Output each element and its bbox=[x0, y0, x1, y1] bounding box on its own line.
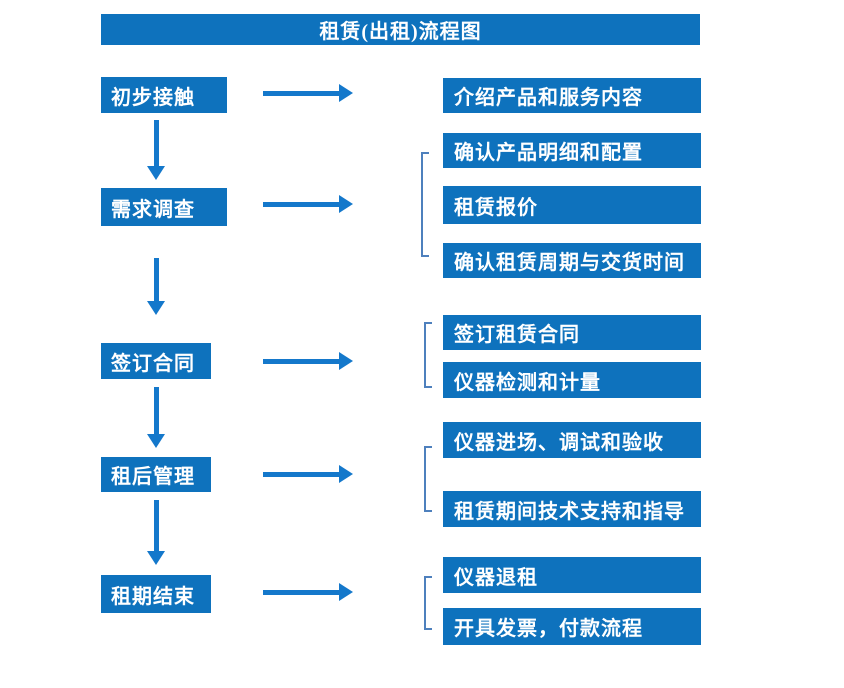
arrow-head-icon bbox=[147, 551, 165, 565]
down-arrow-connector-2 bbox=[147, 258, 165, 315]
right-arrow-connector-4 bbox=[263, 465, 353, 483]
arrow-shaft bbox=[263, 590, 341, 595]
detail-rental-quote: 租赁报价 bbox=[443, 186, 701, 224]
flow-step-lease-end: 租期结束 bbox=[101, 575, 211, 613]
detail-invoice-payment: 开具发票，付款流程 bbox=[443, 608, 701, 645]
detail-instrument-return: 仪器退租 bbox=[443, 557, 701, 593]
right-arrow-connector-5 bbox=[263, 583, 353, 601]
arrow-head-icon bbox=[339, 352, 353, 370]
arrow-head-icon bbox=[147, 301, 165, 315]
arrow-shaft bbox=[154, 500, 159, 551]
flow-step-initial-contact: 初步接触 bbox=[101, 77, 227, 113]
arrow-shaft bbox=[154, 120, 159, 166]
flow-step-sign-contract: 签订合同 bbox=[101, 343, 211, 379]
down-arrow-connector-4 bbox=[147, 500, 165, 565]
flowchart-title: 租赁(出租)流程图 bbox=[101, 14, 700, 45]
group-bracket-sign-contract bbox=[424, 322, 432, 388]
down-arrow-connector-3 bbox=[147, 387, 165, 448]
arrow-shaft bbox=[263, 359, 341, 364]
detail-confirm-product-config: 确认产品明细和配置 bbox=[443, 133, 701, 168]
detail-instrument-testing-metering: 仪器检测和计量 bbox=[443, 362, 701, 398]
arrow-shaft bbox=[263, 91, 341, 96]
detail-confirm-period-delivery: 确认租赁周期与交货时间 bbox=[443, 243, 701, 278]
detail-instrument-entry-debug-acceptance: 仪器进场、调试和验收 bbox=[443, 422, 701, 458]
arrow-shaft bbox=[154, 258, 159, 301]
right-arrow-connector-2 bbox=[263, 195, 353, 213]
right-arrow-connector-3 bbox=[263, 352, 353, 370]
arrow-shaft bbox=[263, 202, 341, 207]
arrow-head-icon bbox=[339, 465, 353, 483]
detail-sign-rental-contract: 签订租赁合同 bbox=[443, 315, 701, 350]
flow-step-post-rental-management: 租后管理 bbox=[101, 457, 211, 492]
arrow-head-icon bbox=[339, 583, 353, 601]
down-arrow-connector-1 bbox=[147, 120, 165, 180]
arrow-head-icon bbox=[339, 195, 353, 213]
arrow-shaft bbox=[263, 472, 341, 477]
detail-introduce-products-services: 介绍产品和服务内容 bbox=[443, 78, 701, 113]
group-bracket-lease-end bbox=[424, 576, 432, 630]
arrow-head-icon bbox=[147, 434, 165, 448]
right-arrow-connector-1 bbox=[263, 84, 353, 102]
arrow-head-icon bbox=[147, 166, 165, 180]
detail-rental-tech-support: 租赁期间技术支持和指导 bbox=[443, 491, 701, 527]
flow-step-needs-survey: 需求调查 bbox=[101, 188, 227, 226]
group-bracket-needs-survey bbox=[421, 152, 429, 257]
group-bracket-post-rental bbox=[424, 446, 432, 512]
arrow-head-icon bbox=[339, 84, 353, 102]
arrow-shaft bbox=[154, 387, 159, 434]
